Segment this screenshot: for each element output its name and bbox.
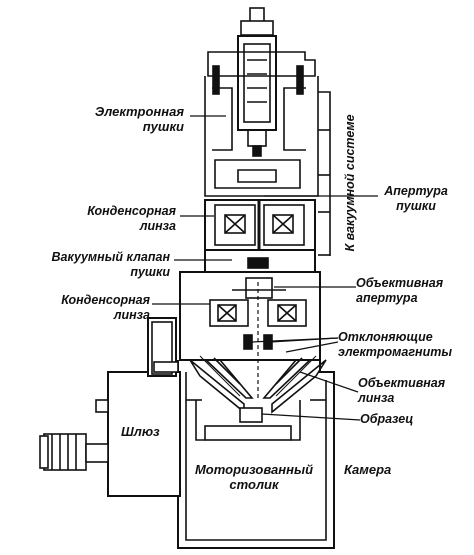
chamber-body	[177, 360, 335, 549]
electron-gun-assembly	[204, 7, 319, 197]
label-sample: Образец	[360, 412, 414, 426]
label-pointers	[152, 115, 361, 421]
condenser-lens-upper	[204, 199, 316, 251]
objective-lens	[189, 355, 327, 414]
column-lower	[179, 271, 321, 400]
vacuum-valve-block	[204, 249, 316, 273]
vacuum-lines	[318, 91, 331, 256]
sample-stage	[195, 400, 301, 441]
airlock-assembly	[39, 317, 181, 497]
label-chamber: Камера	[344, 462, 392, 477]
label-airlock: Шлюз	[121, 424, 160, 439]
label-to-vacuum-system: К вакуумной системе	[343, 114, 357, 252]
